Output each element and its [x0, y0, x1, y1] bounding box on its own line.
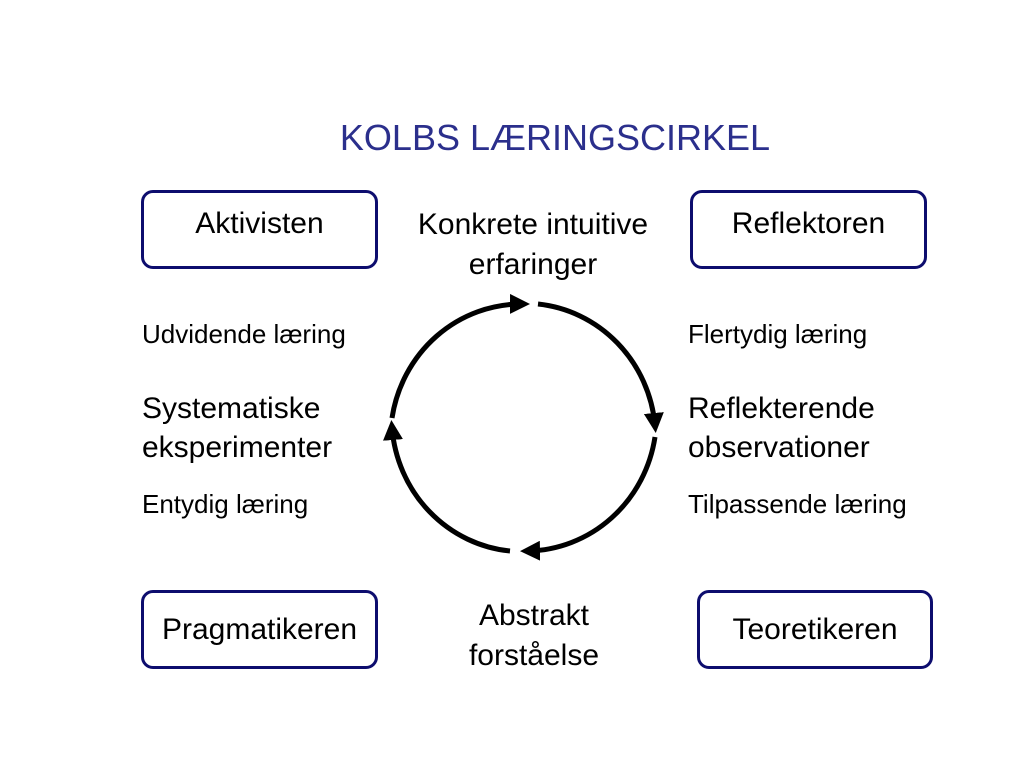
active-experimentation: Systematiske eksperimenter	[142, 389, 332, 467]
cycle-arrow-bottom-right	[520, 436, 658, 561]
box-reflector: Reflektoren	[690, 190, 927, 269]
box-pragmatic: Pragmatikeren	[141, 590, 378, 669]
box-activist-label: Aktivisten	[195, 207, 324, 240]
pole-top-line-2: erfaringer	[468, 248, 598, 281]
pole-abstract-understanding: Abstrakt forståelse	[404, 596, 664, 676]
box-reflector-label: Reflektoren	[731, 207, 886, 240]
cycle-arrow-top-left	[389, 293, 530, 419]
reflective-observation: Reflekterende observationer	[688, 389, 875, 467]
pole-concrete-experience: Konkrete intuitive erfaringer	[383, 205, 683, 285]
pole-bottom-line-2: forståelse	[468, 639, 600, 672]
cycle-arrow-top-right	[537, 301, 664, 433]
right-mid-line-1: Reflekterende	[688, 392, 875, 425]
left-mid-line-1: Systematiske	[142, 392, 321, 425]
cycle-arrow-bottom-left	[383, 420, 511, 554]
box-theorist: Teoretikeren	[697, 590, 933, 669]
box-theorist-label: Teoretikeren	[732, 612, 898, 646]
diagram-title: KOLBS LÆRINGSCIRKEL	[339, 117, 771, 158]
box-activist: Aktivisten	[141, 190, 378, 269]
left-lower-label: Entydig læring	[142, 489, 309, 519]
right-mid-line-2: observationer	[688, 431, 870, 464]
box-pragmatic-label: Pragmatikeren	[161, 612, 358, 646]
learning-cycle	[383, 293, 664, 561]
pole-bottom-line-1: Abstrakt	[478, 599, 590, 632]
left-mid-line-2: eksperimenter	[142, 431, 333, 464]
right-upper-label: Flertydig læring	[688, 319, 868, 349]
right-lower-label: Tilpassende læring	[688, 489, 907, 519]
pole-top-line-1: Konkrete intuitive	[417, 208, 649, 241]
left-upper-label: Udvidende læring	[142, 319, 346, 349]
